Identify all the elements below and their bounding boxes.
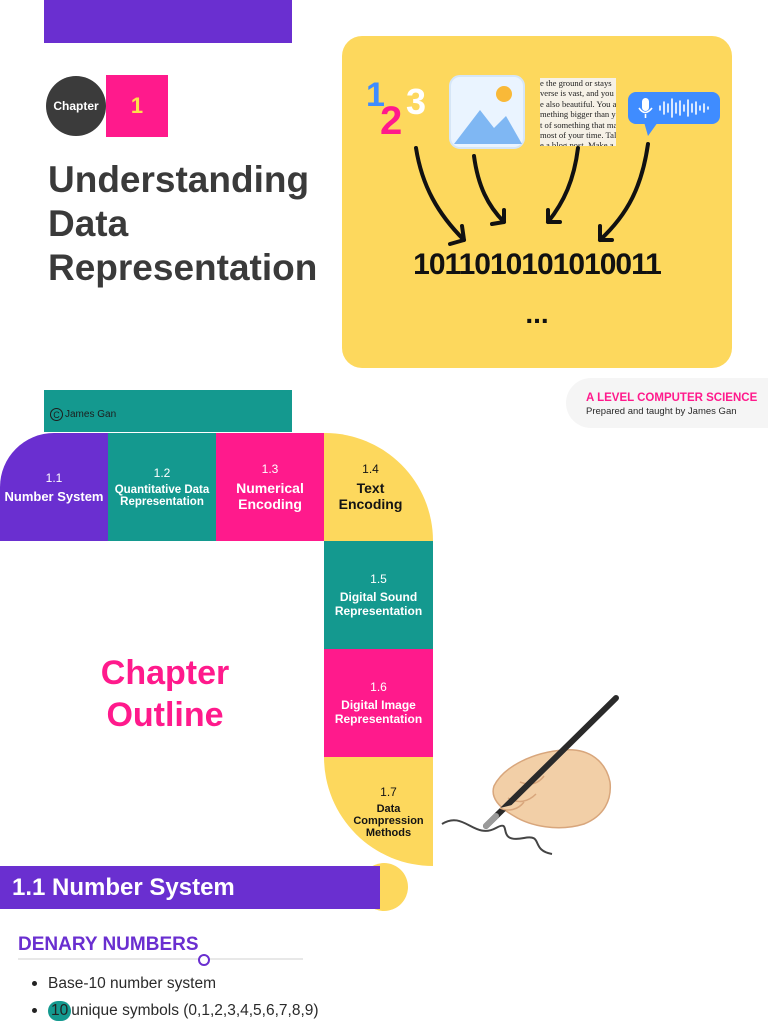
binary-string: 1011010101010011: [413, 248, 662, 281]
outline-item-number: 1.3: [261, 462, 279, 476]
chapter-outline-line2: Outline: [106, 696, 224, 734]
section-title: 1.1 Number System: [0, 866, 380, 909]
svg-text:3: 3: [406, 81, 426, 122]
bullet-item: Base-10 number system: [30, 970, 319, 997]
outline-item-number: 1.2: [153, 466, 171, 480]
outline-item-number: 1.6: [370, 680, 387, 694]
image-icon: [449, 75, 525, 149]
arrows-to-binary: [414, 142, 650, 246]
numbers-123-icon: 1 2 3: [366, 76, 426, 143]
writing-hand-illustration: [441, 695, 619, 855]
svg-text:1: 1: [366, 76, 385, 114]
ellipsis: ...: [525, 298, 549, 329]
outline-item-number: 1.5: [370, 572, 387, 586]
chapter-label-badge: Chapter: [46, 76, 106, 136]
top-accent-bar: [44, 0, 292, 43]
copyright-owner: James Gan: [65, 409, 117, 420]
copyright-notice: C James Gan: [50, 408, 116, 421]
voice-message-icon: [628, 92, 720, 136]
svg-text:2: 2: [380, 99, 402, 143]
course-subtitle: Prepared and taught by James Gan: [586, 406, 737, 417]
outline-item-label: Data Compression Methods: [353, 802, 424, 839]
course-title: A LEVEL COMPUTER SCIENCE: [586, 392, 758, 404]
outline-item-number: 1.4: [362, 462, 379, 476]
sub-heading-underline: [18, 958, 303, 960]
outline-item-label: Digital Sound Representation: [334, 590, 423, 618]
chapter-number-badge: 1: [106, 75, 168, 137]
outline-item-text-encoding[interactable]: 1.4 Text Encoding: [324, 433, 433, 541]
outline-item-numerical-encoding[interactable]: 1.3 Numerical Encoding: [216, 433, 324, 541]
page-title: Understanding Data Representation: [48, 159, 318, 288]
outline-item-label: Digital Image Representation: [334, 698, 423, 726]
outline-item-data-compression[interactable]: 1.7 Data Compression Methods: [324, 757, 433, 866]
outline-item-label: Number System: [4, 488, 104, 504]
outline-item-number: 1.1: [45, 470, 63, 485]
highlight-badge: 10: [48, 1001, 72, 1021]
hero-graphics: 1 2 3: [366, 75, 720, 246]
outline-item-label: Numerical Encoding: [236, 480, 304, 512]
outline-item-digital-image[interactable]: 1.6 Digital Image Representation: [324, 649, 433, 757]
bullet-text: Base-10 number system: [48, 975, 216, 992]
course-badge: A LEVEL COMPUTER SCIENCE Prepared and ta…: [566, 378, 768, 428]
outline-item-label: Quantitative Data Representation: [114, 484, 210, 508]
chapter-outline-line1: Chapter: [100, 654, 230, 692]
copyright-icon: C: [50, 408, 63, 421]
outline-item-quantitative-data[interactable]: 1.2 Quantitative Data Representation: [108, 433, 216, 541]
outline-item-label: Text Encoding: [338, 480, 403, 512]
newspaper-icon: e the ground or stays verse is vast, and…: [540, 78, 616, 146]
chapter-outline-heading: Chapter Outline: [60, 652, 270, 736]
copyright-bar: C James Gan: [44, 390, 292, 432]
bullet-text: unique symbols (0,1,2,3,4,5,6,7,8,9): [71, 1002, 319, 1019]
hero-illustration: 1 2 3: [342, 36, 732, 368]
outline-item-number: 1.7: [380, 784, 397, 799]
outline-item-number-system[interactable]: 1.1 Number System: [0, 433, 108, 541]
outline-item-digital-sound[interactable]: 1.5 Digital Sound Representation: [324, 541, 433, 649]
sub-heading-denary: DENARY NUMBERS: [18, 934, 199, 955]
underline-knob: [198, 954, 210, 966]
